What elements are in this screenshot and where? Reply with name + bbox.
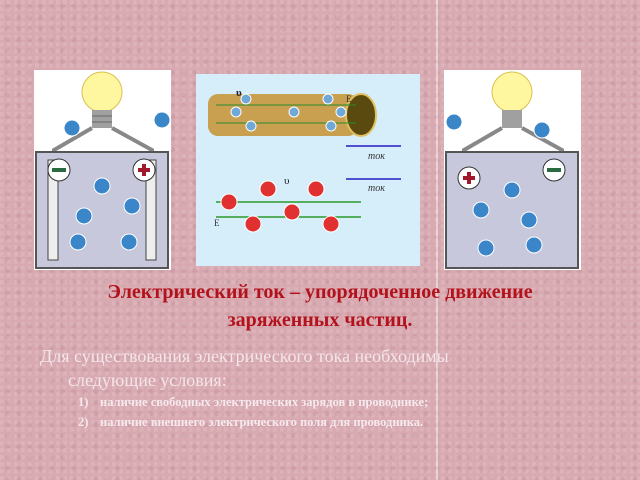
positive-electrode-icon (132, 158, 156, 182)
slide-divider-line (436, 0, 438, 480)
light-bulb-icon (491, 71, 533, 128)
title-line-1: Электрический ток – упорядоченное движен… (107, 281, 533, 303)
svg-text:υ: υ (236, 87, 242, 99)
body-text-line-1: Для существования электрического тока не… (40, 346, 449, 366)
condition-item-1: 1)наличие свободных электрических зарядо… (78, 395, 429, 409)
conductor-current-illustration: υ E ток ток υ E (196, 74, 420, 266)
svg-text:E: E (346, 94, 352, 104)
svg-text:υ: υ (284, 175, 290, 187)
slide-title: Электрический ток – упорядоченное движен… (30, 278, 610, 334)
svg-text:ток: ток (368, 151, 385, 162)
left-electrolyte-illustration (34, 70, 171, 270)
positive-electrode-icon (457, 166, 481, 190)
negative-electrode-icon (47, 158, 71, 182)
svg-text:E: E (214, 218, 220, 228)
light-bulb-icon (81, 71, 123, 128)
condition-item-2: 2)наличие внешнего электрического поля д… (78, 415, 424, 429)
body-text-line-2: следующие условия: (68, 370, 227, 390)
svg-text:ток: ток (368, 183, 385, 194)
negative-electrode-icon (542, 158, 566, 182)
right-electrolyte-illustration (444, 70, 581, 270)
metal-conductor-cylinder (208, 94, 358, 136)
title-line-2: заряженных частиц. (227, 309, 413, 331)
